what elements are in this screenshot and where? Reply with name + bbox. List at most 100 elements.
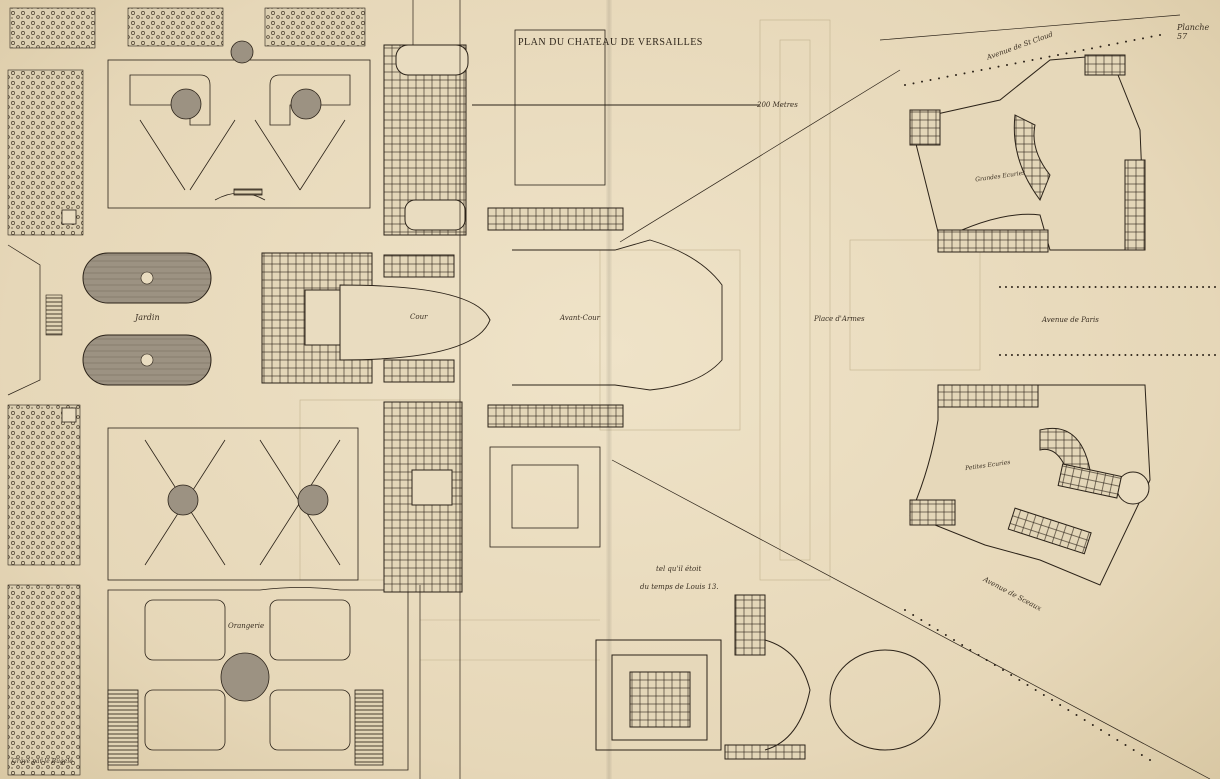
avenue-tree	[1022, 286, 1025, 288]
avenue-tree	[1058, 354, 1061, 356]
avenue-tree	[1091, 724, 1094, 726]
avenue-tree	[1166, 286, 1169, 288]
avenue-tree	[921, 80, 923, 83]
label-louis13-line1: tel qu'il étoit	[656, 565, 702, 573]
avenue-tree	[1190, 286, 1193, 288]
avenue-tree	[1016, 286, 1019, 288]
avenue-tree	[1074, 50, 1076, 53]
avenue-tree	[993, 664, 996, 666]
avenue-tree	[1133, 39, 1136, 41]
label-avant-cour: Avant-Cour	[560, 314, 601, 322]
avenue-tree	[1142, 37, 1144, 40]
avenue-tree	[985, 659, 988, 661]
avenue-tree	[1070, 286, 1073, 288]
avant-cour	[472, 104, 760, 391]
avenue-tree	[1046, 354, 1049, 356]
avenue-tree	[1149, 759, 1151, 761]
avenue-tree	[1124, 354, 1127, 356]
avenue-tree	[1202, 354, 1205, 356]
avenue-tree	[963, 72, 966, 75]
avenue-tree	[1010, 354, 1013, 356]
avenue-tree	[1148, 354, 1151, 356]
avenue-tree	[980, 69, 983, 71]
avenue-tree	[1118, 354, 1121, 356]
avenue-tree	[1214, 354, 1216, 356]
avenue-tree	[1070, 354, 1073, 356]
scale-label: 200 Metres	[757, 101, 798, 109]
label-cour: Cour	[410, 313, 428, 321]
avenue-tree	[1057, 54, 1059, 56]
avenue-tree	[1058, 286, 1061, 288]
avenue-tree	[1067, 709, 1070, 711]
avenue-tree	[1082, 286, 1085, 288]
avenue-tree	[1124, 286, 1127, 288]
avenue-tree	[1124, 744, 1127, 746]
avenue-tree	[1094, 286, 1097, 288]
avenue-tree	[1028, 286, 1031, 288]
avenue-tree	[1034, 689, 1037, 691]
avenue-tree	[944, 634, 947, 636]
avenue-tree	[1160, 354, 1163, 356]
avenue-tree	[1202, 286, 1205, 288]
avenue-tree	[1088, 286, 1091, 288]
avenue-tree	[1040, 354, 1043, 356]
avenue-tree	[1004, 286, 1007, 288]
chateau-main	[261, 44, 491, 593]
avenue-tree	[1040, 286, 1043, 288]
center-fold	[606, 0, 612, 779]
avenue-tree	[1178, 354, 1181, 356]
avenue-tree	[1108, 44, 1110, 46]
avenue-tree	[1184, 286, 1187, 288]
avenue-tree	[1196, 286, 1199, 288]
avenue-tree	[1100, 286, 1103, 288]
avenue-tree	[1112, 354, 1115, 356]
avenue-tree	[1091, 47, 1093, 50]
avenue-tree	[1052, 286, 1055, 288]
avenue-tree	[1016, 354, 1019, 356]
avenue-tree	[1004, 354, 1007, 356]
parterre-eau	[7, 244, 212, 396]
avenue-tree	[1022, 354, 1025, 356]
avenue-tree	[936, 629, 939, 631]
avenue-tree	[1014, 62, 1017, 65]
avenue-tree	[1031, 59, 1034, 61]
avenue-tree	[938, 77, 940, 80]
chateau-louis13	[595, 594, 941, 760]
map-title: PLAN DU CHATEAU DE VERSAILLES	[518, 37, 703, 48]
avenue-tree	[1002, 669, 1004, 671]
engraver-credit: Gravé par le Bugelé	[12, 758, 73, 765]
parterre-nord	[107, 40, 371, 209]
avenue-tree	[1142, 286, 1145, 288]
avenue-tree	[1082, 49, 1085, 51]
avenue-tree	[1082, 354, 1085, 356]
avenue-tree	[1023, 60, 1025, 63]
avenue-tree	[1106, 354, 1109, 356]
avenue-tree	[1190, 354, 1193, 356]
avenue-tree	[1106, 286, 1109, 288]
avenue-tree	[1140, 754, 1143, 756]
avenue-tree	[1208, 286, 1211, 288]
avenue-tree	[1083, 719, 1086, 721]
avenue-tree	[1108, 734, 1111, 736]
avenue-tree	[1099, 45, 1102, 48]
avenue-tree	[1034, 286, 1037, 288]
avenue-tree	[904, 609, 906, 611]
avenue-tree	[1160, 286, 1163, 288]
petites-ecuries	[909, 384, 1151, 586]
avenue-tree	[1064, 354, 1067, 356]
avenue-tree	[999, 286, 1001, 288]
avenue-tree	[928, 624, 931, 626]
avenue-tree	[1076, 354, 1079, 356]
avenue-tree	[1042, 694, 1045, 696]
avenue-tree	[1116, 739, 1119, 741]
plate-number: Planche 57	[1177, 23, 1210, 41]
avenue-tree	[1076, 286, 1079, 288]
avenue-tree	[999, 354, 1001, 356]
avenue-tree	[904, 84, 906, 86]
avenue-tree	[1028, 354, 1031, 356]
avenue-tree	[953, 639, 955, 641]
avenue-tree	[1184, 354, 1187, 356]
avenue-tree	[997, 65, 1000, 68]
avenue-tree	[977, 654, 980, 656]
